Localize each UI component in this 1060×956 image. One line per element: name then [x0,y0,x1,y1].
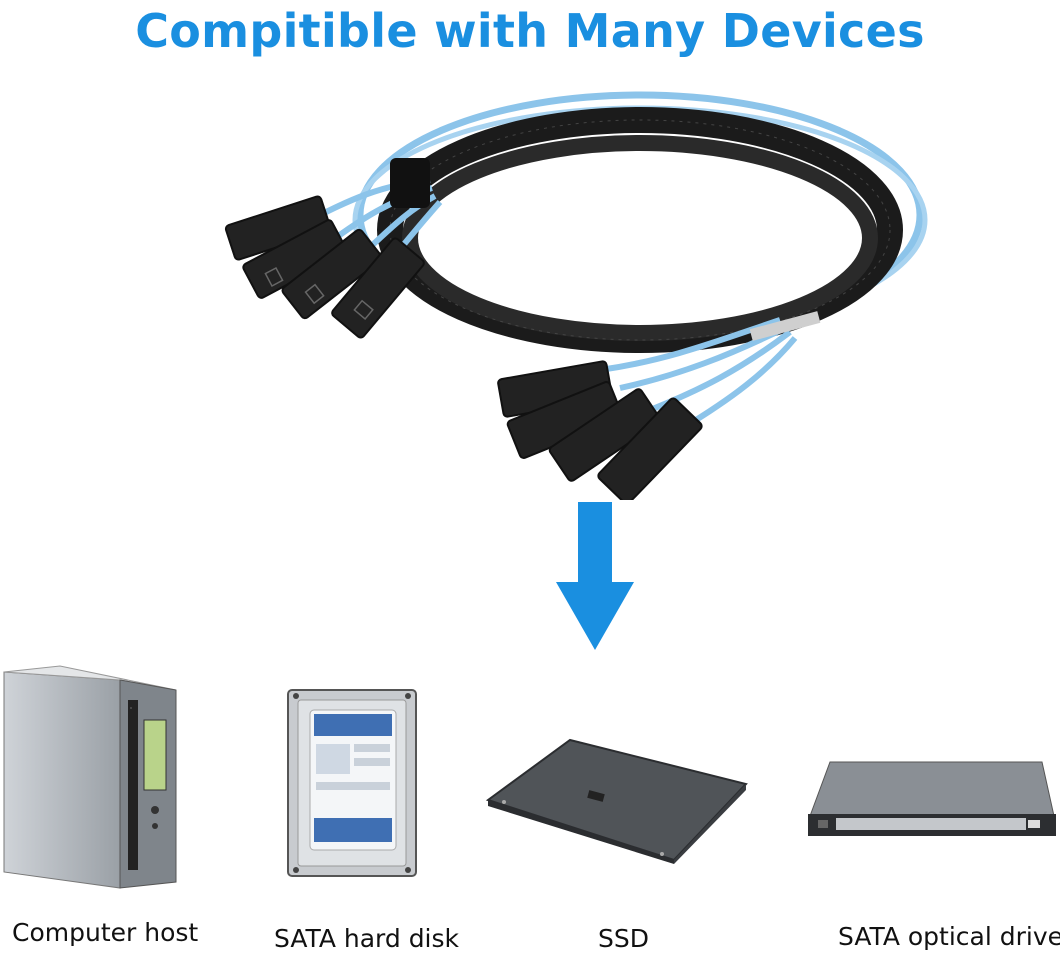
computer-host-image [3,665,177,889]
device-label-ssd: SSD [598,924,649,953]
ssd-image [485,738,748,864]
sata-optical-drive-image [808,761,1056,836]
sata-cable-image [224,91,928,500]
sata-hard-disk-image [287,689,417,877]
down-arrow-icon [556,502,634,650]
device-label-sata-hard-disk: SATA hard disk [274,924,460,953]
page-title: Compitible with Many Devices [135,4,925,58]
device-label-sata-optical-drive: SATA optical drive [838,922,1060,951]
device-label-computer-host: Computer host [12,918,199,947]
